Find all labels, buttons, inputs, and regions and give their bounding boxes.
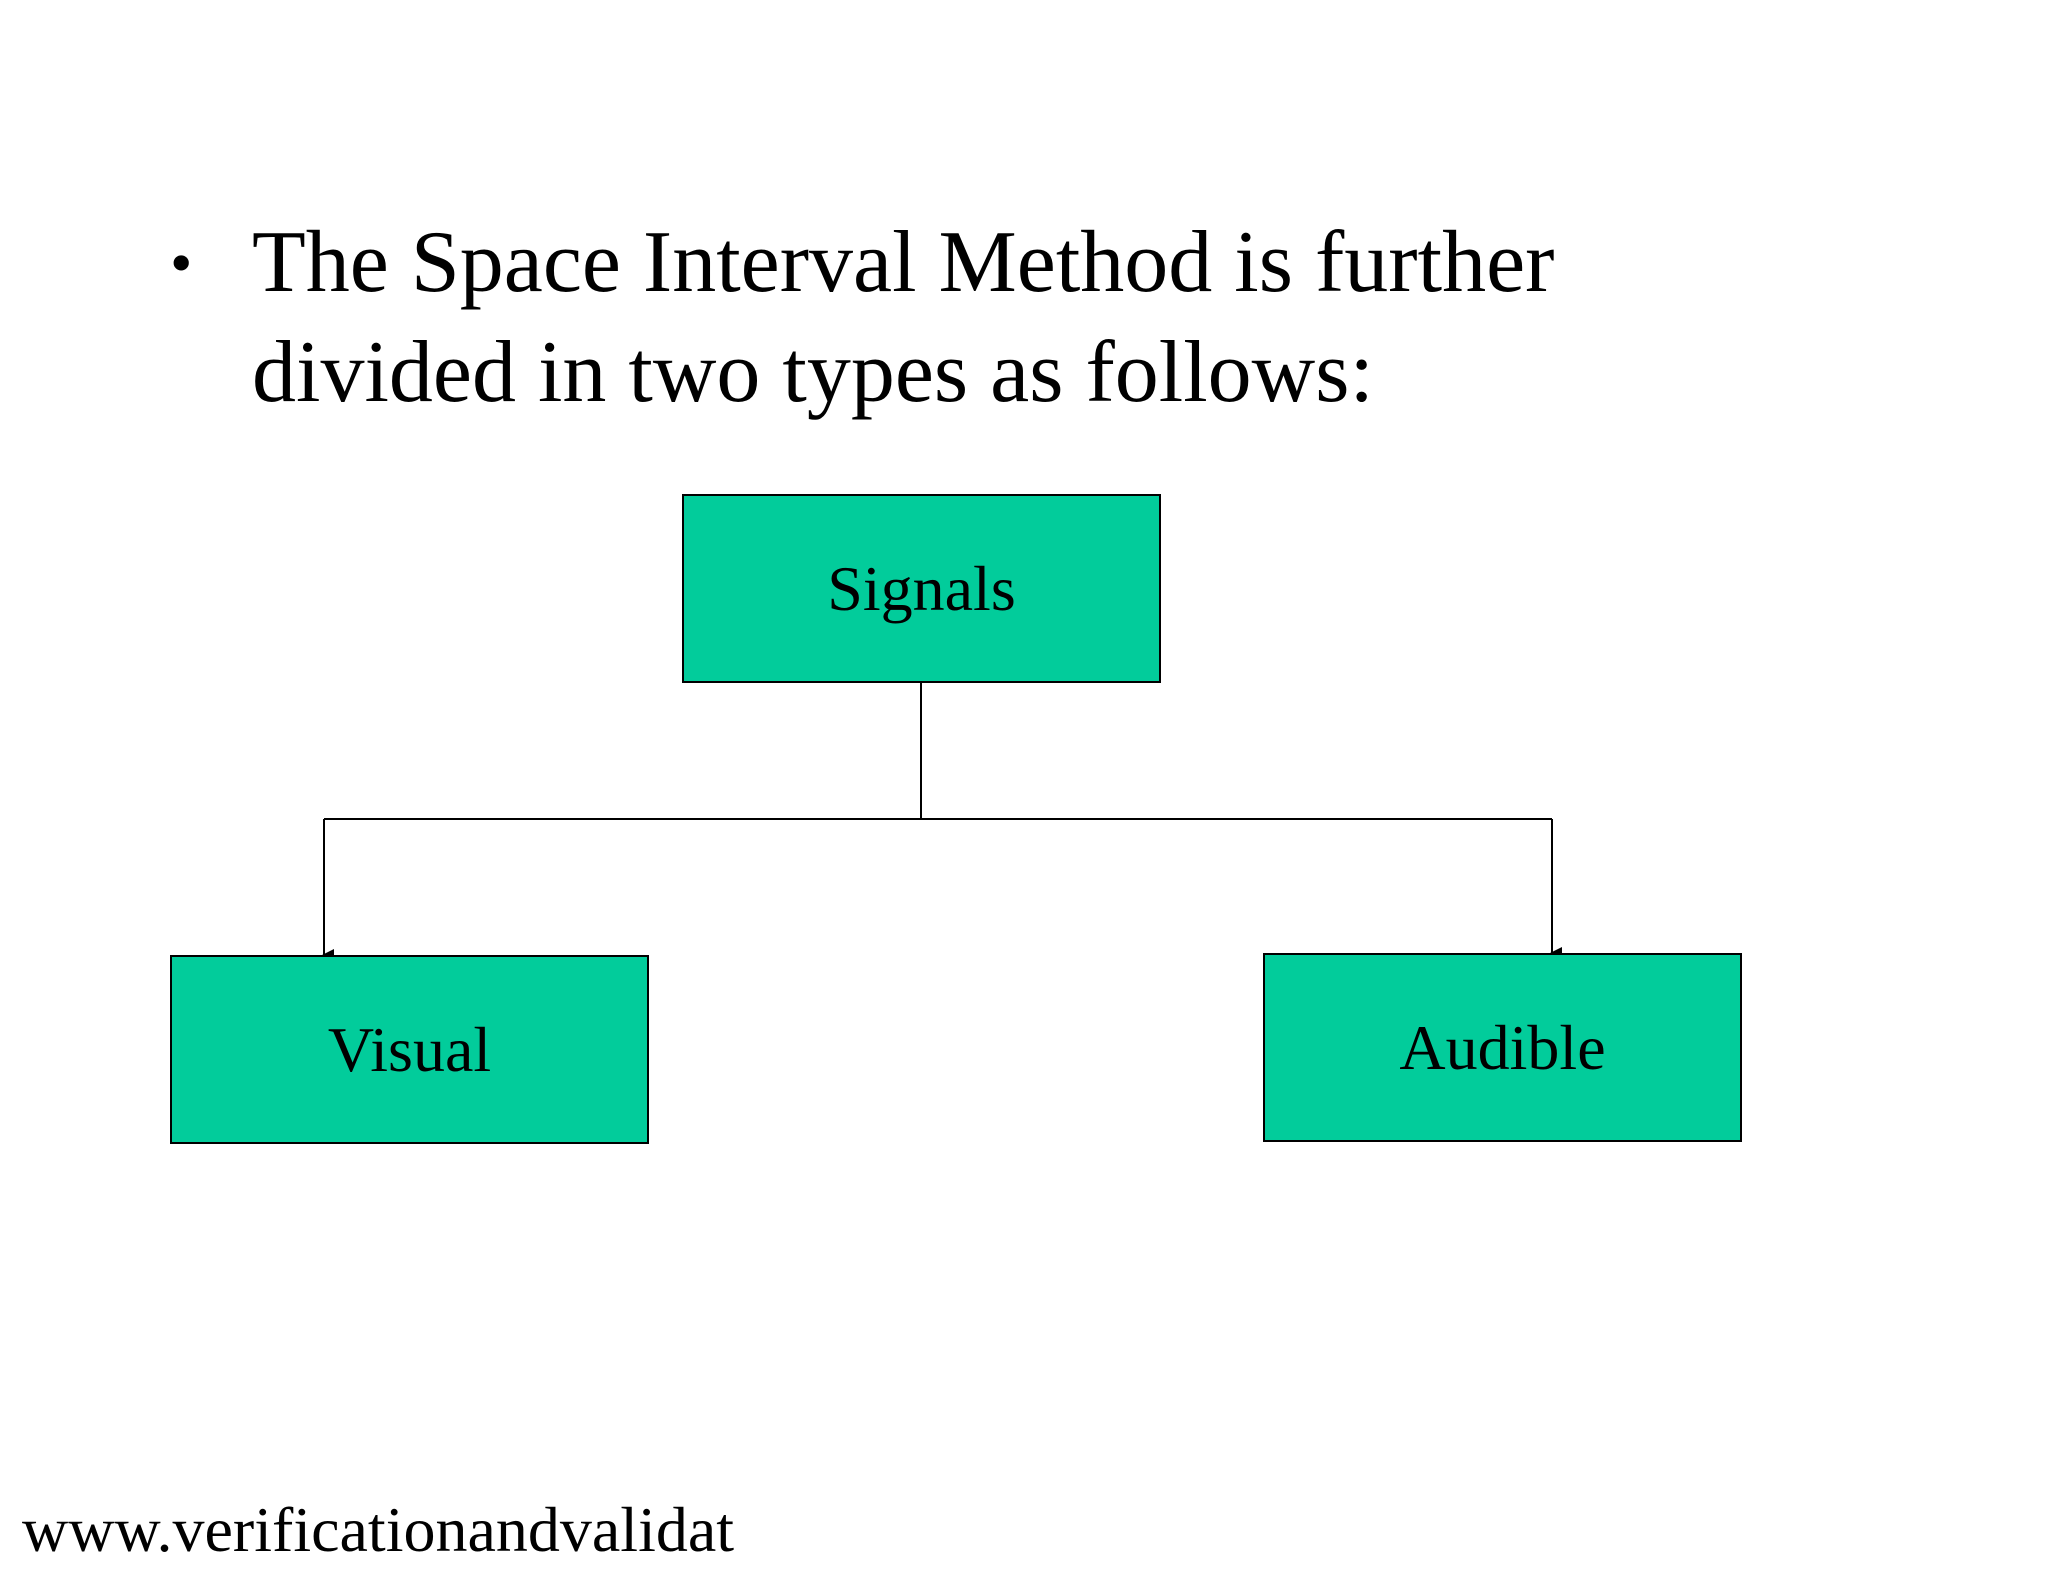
bullet-text: The Space Interval Method is further div… <box>252 214 1555 421</box>
node-signals: Signals <box>682 494 1161 683</box>
node-audible: Audible <box>1263 953 1742 1142</box>
node-audible-label: Audible <box>1399 1011 1606 1083</box>
node-visual-label: Visual <box>327 1013 492 1085</box>
bullet-dot-icon: • <box>170 227 193 298</box>
node-signals-label: Signals <box>827 552 1016 624</box>
node-visual: Visual <box>170 955 649 1144</box>
footer-url: www.verificationandvalidat <box>22 1494 735 1565</box>
